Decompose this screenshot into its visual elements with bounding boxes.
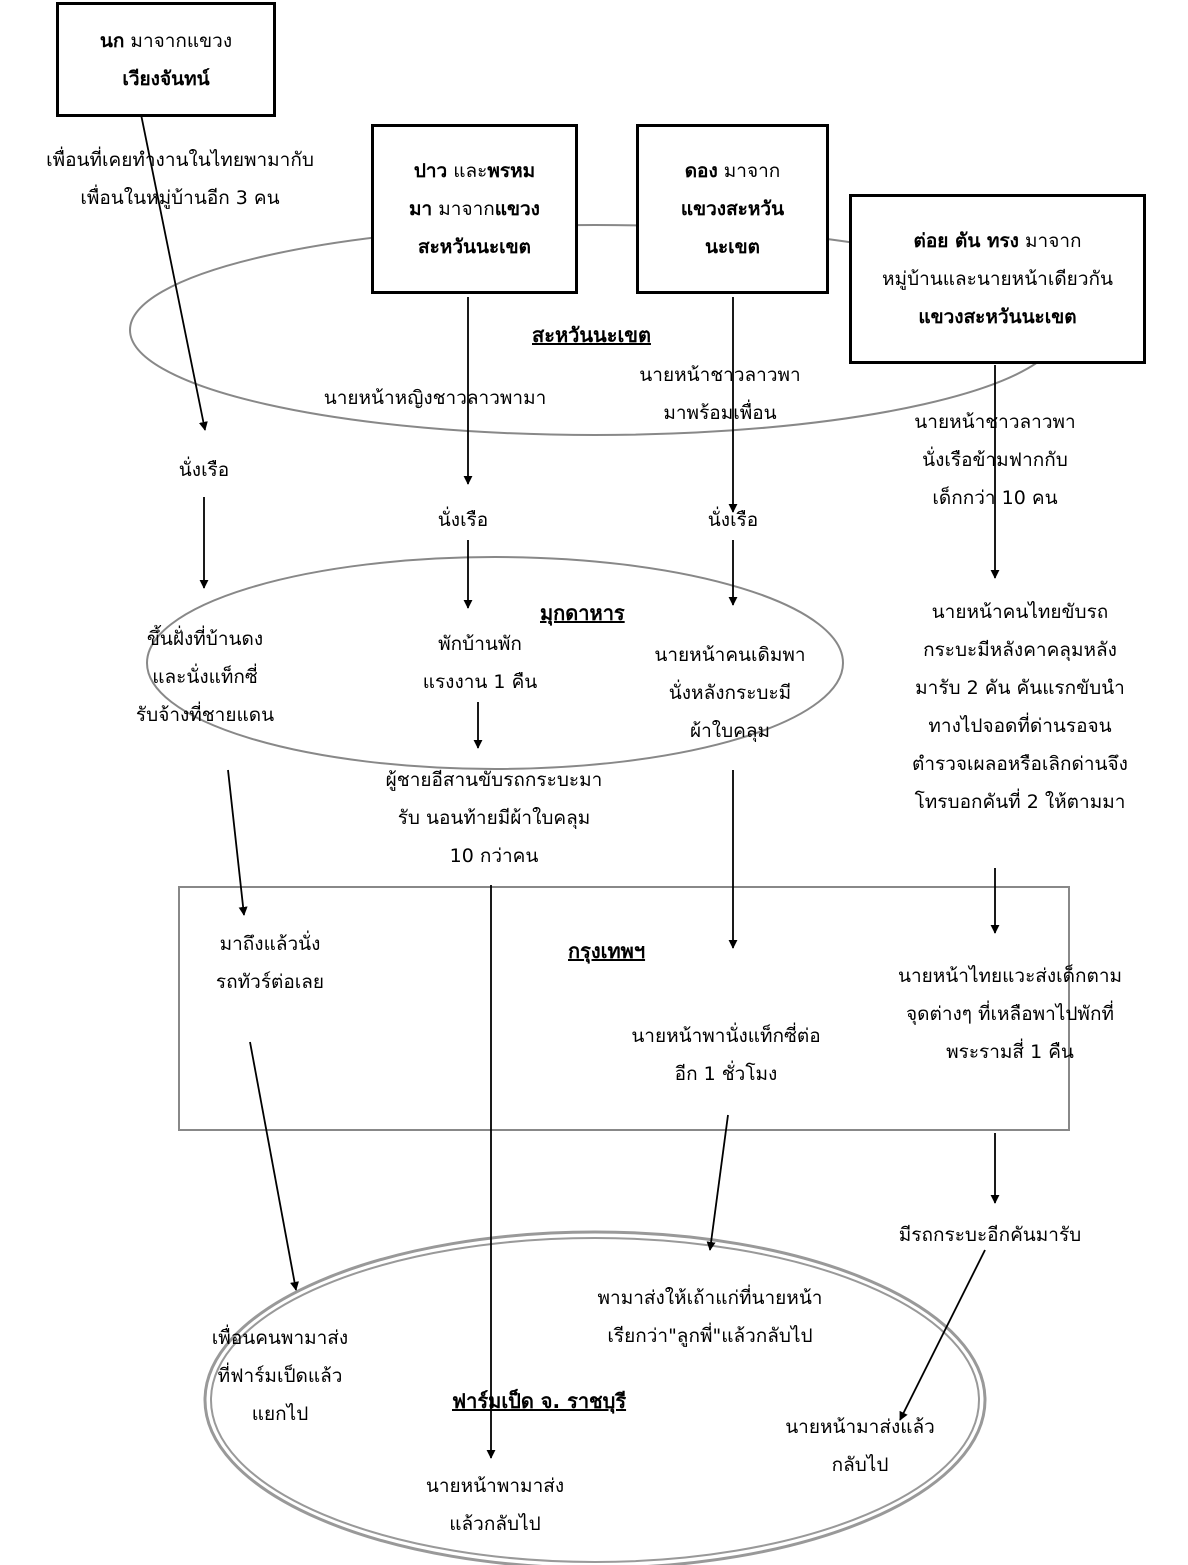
arrow-nok-1: [129, 59, 208, 431]
pao-agent-text: นายหน้าหญิงชาวลาวพามา: [323, 387, 547, 409]
pao-name2: พรหม: [487, 160, 536, 182]
pao-name1: ปาว: [413, 160, 448, 182]
arrow-nok-3: [227, 769, 248, 916]
toi-names: ต่อย ตัน ทรง: [913, 230, 1019, 252]
pao-place1: แขวง: [494, 198, 540, 220]
mukdahan-region-ellipse: [146, 556, 844, 770]
dong-farm-text: พามาส่งให้เถ้าแก่ที่นายหน้าเรียกว่า"ลูกพ…: [597, 1287, 823, 1347]
nok-land-text: ขึ้นฝั่งที่บ้านดงและนั่งแท็กซี่รับจ้างที…: [135, 628, 275, 726]
toi-agent-text: นายหน้าชาวลาวพานั่งเรือข้ามฟากกับเด็กกว่…: [914, 411, 1076, 509]
region-label-farm: ฟาร์มเป็ด จ. ราชบุรี: [452, 1389, 627, 1413]
farm-region-ellipse-outer: [203, 1230, 987, 1565]
toi-from: มาจาก: [1025, 230, 1082, 252]
bangkok-region-rect: [178, 886, 1070, 1131]
pao-boat-text: นั่งเรือ: [437, 509, 489, 531]
region-label-mukdahan: มุกดาหาร: [540, 601, 625, 625]
pao-truck-text: ผู้ชายอีสานขับรถกระบะมารับ นอนท้ายมีผ้าใ…: [385, 769, 603, 867]
arrow-dong-4: [706, 1114, 729, 1251]
dong-truck-text: นายหน้าคนเดิมพานั่งหลังกระบะมีผ้าใบคลุม: [654, 644, 806, 742]
dong-place2: นะเขต: [704, 236, 760, 258]
pao-farm-text: นายหน้าพามาส่งแล้วกลับไป: [425, 1475, 565, 1535]
dong-name: ดอง: [684, 160, 718, 182]
nok-farm-text: เพื่อนคนพามาส่งที่ฟาร์มเป็ดแล้วแยกไป: [211, 1327, 349, 1425]
arrow-toi-4: [899, 1249, 986, 1421]
nok-friend-text: เพื่อนที่เคยทำงานในไทยพามากับเพื่อนในหมู…: [46, 149, 314, 209]
pao-name2b: มา: [409, 198, 433, 220]
pao-rest-text: พักบ้านพักแรงงาน 1 คืน: [422, 633, 538, 693]
dong-from: มาจาก: [723, 160, 781, 182]
toi-pickup-text: มีรถกระบะอีกคันมารับ: [898, 1224, 1082, 1246]
dong-place1: แขวงสะหวัน: [680, 198, 785, 220]
source-box-pao: ปาว และพรหม มา มาจากแขวง สะหวันนะเขต: [371, 124, 578, 294]
toi-farm-text: นายหน้ามาส่งแล้วกลับไป: [785, 1416, 935, 1476]
dong-taxi-text: นายหน้าพานั่งแท็กซี่ต่ออีก 1 ชั่วโมง: [631, 1025, 821, 1085]
source-box-nok: นก มาจากแขวง เวียงจันทน์: [56, 2, 276, 117]
nok-place: เวียงจันทน์: [122, 67, 210, 90]
toi-truck-text: นายหน้าคนไทยขับรถกระบะมีหลังคาคลุมหลังมา…: [912, 601, 1128, 813]
nok-bkk-text: มาถึงแล้วนั่งรถทัวร์ต่อเลย: [215, 933, 325, 993]
dong-boat-text: นั่งเรือ: [707, 509, 759, 531]
nok-from: มาจากแขวง: [130, 29, 233, 52]
nok-boat-text: นั่งเรือ: [178, 459, 230, 481]
source-box-dong: ดอง มาจาก แขวงสะหวัน นะเขต: [636, 124, 829, 294]
toi-place: แขวงสะหวันนะเขต: [918, 306, 1077, 328]
toi-line2: หมู่บ้านและนายหน้าเดียวกัน: [882, 268, 1113, 290]
toi-bkk-text: นายหน้าไทยแวะส่งเด็กตามจุดต่างๆ ที่เหลือ…: [897, 965, 1123, 1063]
dong-agent-text: นายหน้าชาวลาวพามาพร้อมเพื่อน: [639, 364, 801, 424]
source-box-toi: ต่อย ตัน ทรง มาจาก หมู่บ้านและนายหน้าเดี…: [849, 194, 1146, 364]
nok-name: นก: [99, 29, 125, 52]
pao-and: และ: [453, 160, 488, 182]
pao-place2: สะหวันนะเขต: [418, 236, 531, 258]
region-label-bangkok: กรุงเทพฯ: [568, 939, 646, 963]
region-label-savannakhet: สะหวันนะเขต: [532, 323, 651, 347]
arrow-nok-4: [249, 1041, 299, 1291]
pao-from: มาจาก: [438, 198, 495, 220]
farm-region-ellipse-inner: [210, 1237, 980, 1563]
